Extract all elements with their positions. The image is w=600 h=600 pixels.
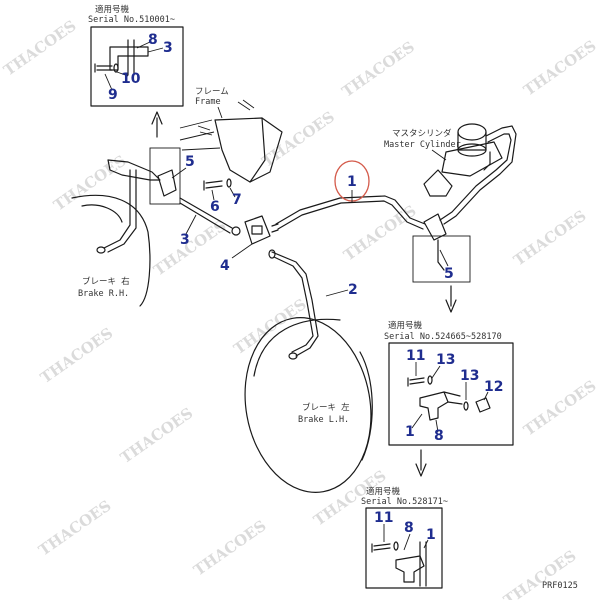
inset-mid-title: 適用号機 <box>388 320 423 331</box>
pipe-part <box>127 39 135 76</box>
callout-2: 2 <box>348 282 358 298</box>
inset-mid: 適用号機 Serial No.524665~528170 11 13 13 12… <box>384 320 514 446</box>
arrow-down-2 <box>415 449 427 477</box>
brake-lh-drum <box>244 317 372 493</box>
callout-3: 3 <box>180 232 190 248</box>
callout-8: 8 <box>434 428 444 444</box>
watermark: THACOES <box>190 517 269 580</box>
arrow-up <box>151 111 163 138</box>
drawing-code: PRF0125 <box>542 581 578 591</box>
bracket-box-left <box>149 147 181 205</box>
callout-3: 3 <box>163 40 173 56</box>
inset-mid-frame <box>388 342 514 446</box>
watermark: THACOES <box>339 38 418 101</box>
inset-top: 適用号機 Serial No.510001~ 8 3 10 9 <box>88 4 184 107</box>
bracket-part <box>419 391 449 421</box>
callout-10: 10 <box>121 71 141 87</box>
bracket-part <box>109 46 149 71</box>
washer-part <box>427 375 433 385</box>
pipe-part <box>419 541 427 587</box>
bracket-part <box>395 555 425 583</box>
callout-8: 8 <box>148 32 158 48</box>
callout-5: 5 <box>185 154 195 170</box>
callout-1: 1 <box>347 174 357 190</box>
brake-lh-jp: ブレーキ 左 <box>302 402 350 413</box>
watermark: THACOES <box>340 202 419 265</box>
inset-top-frame <box>90 26 184 107</box>
brake-rh-bracket <box>107 159 161 181</box>
brake-rh-pipe <box>103 169 137 253</box>
callout-7: 7 <box>232 192 242 208</box>
callout-1: 1 <box>426 527 436 543</box>
nut-part <box>475 397 491 413</box>
joint-4 <box>244 215 271 245</box>
callout-9: 9 <box>108 87 118 103</box>
inset-bot-serial: Serial No.528171~ <box>361 497 448 507</box>
master-cylinder <box>423 123 517 225</box>
callout-6: 6 <box>210 199 220 215</box>
frame-plate <box>214 117 283 183</box>
frame-label-en: Frame <box>195 97 221 107</box>
callout-8: 8 <box>404 520 414 536</box>
callout-13: 13 <box>460 368 479 384</box>
bolt-part <box>203 180 223 191</box>
watermark: THACOES <box>520 37 599 100</box>
clamp-part <box>423 213 447 241</box>
callout-13: 13 <box>436 352 455 368</box>
watermark: THACOES <box>520 377 599 440</box>
brake-rh-en: Brake R.H. <box>78 289 129 299</box>
watermark: THACOES <box>35 497 114 560</box>
washer-part <box>463 401 469 411</box>
brake-lh-en: Brake L.H. <box>298 415 349 425</box>
watermark-layer: THACOES THACOES THACOES THACOES THACOES … <box>0 17 599 600</box>
callout-11: 11 <box>374 510 393 526</box>
watermark: THACOES <box>117 404 196 467</box>
brake-tube-2 <box>271 251 319 357</box>
master-cylinder-jp: マスタシリンダ <box>392 128 452 139</box>
bolt-part <box>371 543 391 553</box>
master-cylinder-en: Master Cylinder <box>384 140 461 150</box>
watermark: THACOES <box>500 547 579 600</box>
callout-5: 5 <box>444 266 454 282</box>
watermark: THACOES <box>510 207 589 270</box>
bolt-part <box>407 377 425 387</box>
washer-part <box>113 63 119 73</box>
arrow-down-1 <box>445 285 457 313</box>
inset-top-title: 適用号機 <box>95 4 130 15</box>
bolt-part <box>94 63 113 73</box>
inset-top-serial: Serial No.510001~ <box>88 15 175 25</box>
inset-bot: 適用号機 Serial No.528171~ 11 8 1 <box>361 486 448 589</box>
callout-1: 1 <box>405 424 415 440</box>
brake-rh-jp: ブレーキ 右 <box>82 276 130 287</box>
pipe-3 <box>179 197 233 234</box>
washer-part <box>393 541 399 551</box>
watermark: THACOES <box>37 324 116 387</box>
main-assembly: フレーム Frame ブレーキ 右 Brake R.H. 5 6 7 <box>71 87 517 493</box>
brake-rh-drum <box>71 194 151 307</box>
watermark: THACOES <box>259 108 338 171</box>
inset-bot-title: 適用号機 <box>366 486 401 497</box>
inset-mid-serial: Serial No.524665~528170 <box>384 332 502 342</box>
frame-label-jp: フレーム <box>195 87 229 97</box>
callout-4: 4 <box>220 258 230 274</box>
watermark: THACOES <box>0 17 79 80</box>
inset-bot-frame <box>365 507 443 589</box>
washer-part <box>226 178 232 188</box>
brake-tube-1 <box>275 195 426 225</box>
clamp-part <box>157 169 177 197</box>
callout-11: 11 <box>406 348 425 364</box>
callout-12: 12 <box>484 379 503 395</box>
bracket-box-right <box>412 235 471 283</box>
